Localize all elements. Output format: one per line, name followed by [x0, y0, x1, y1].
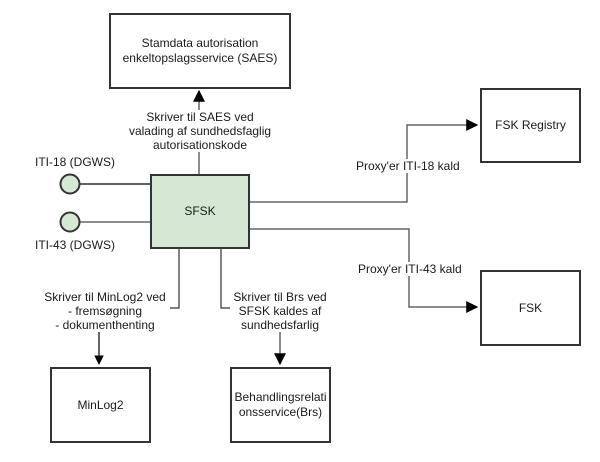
edge-label-brs-line1: Skriver til Brs ved — [233, 290, 327, 304]
fsk-node[interactable]: FSK — [480, 270, 581, 346]
iti43-endpoint-circle[interactable] — [59, 211, 81, 233]
saes-label-line1: Stamdata autorisation — [141, 36, 259, 50]
edge-label-minlog2-line1: Skriver til MinLog2 ved — [44, 290, 166, 304]
edge-label-brs-line3: sundhedsfarlig — [240, 318, 320, 332]
edge-label-saes-line1: Skriver til SAES ved — [146, 110, 254, 124]
brs-node[interactable]: Behandlingsrelati onsservice(Brs) — [230, 367, 331, 443]
edge-label-minlog2-line3: - dokumenthenting — [55, 318, 155, 332]
sfsk-label: SFSK — [184, 204, 216, 218]
saes-label-line2: enkeltopslagsservice (SAES) — [122, 51, 278, 65]
edge-label-saes: Skriver til SAES ved valading af sundhed… — [114, 110, 286, 152]
iti18-endpoint-circle[interactable] — [59, 173, 81, 195]
saes-node[interactable]: Stamdata autorisation enkeltopslagsservi… — [109, 13, 291, 89]
fsk-label: FSK — [518, 300, 543, 315]
edge-label-saes-line3: autorisationskode — [152, 138, 248, 152]
edge-label-minlog2-line2: - fremsøgning — [67, 304, 143, 318]
edge-label-minlog2: Skriver til MinLog2 ved - fremsøgning - … — [40, 290, 170, 332]
minlog2-label: MinLog2 — [77, 397, 124, 412]
iti18-endpoint-label: ITI-18 (DGWS) — [35, 155, 115, 169]
edge-sfsk-brs — [220, 248, 231, 309]
sfsk-node[interactable]: SFSK — [150, 174, 250, 249]
edge-label-brs-line2: SFSK kaldes af — [238, 304, 322, 318]
fsk-registry-node[interactable]: FSK Registry — [480, 88, 581, 163]
edge-label-fsk: Proxy'er ITI-43 kald — [358, 262, 462, 276]
iti43-endpoint-label: ITI-43 (DGWS) — [35, 238, 115, 252]
brs-label-line2: onsservice(Brs) — [238, 405, 323, 419]
edge-label-brs: Skriver til Brs ved SFSK kaldes af sundh… — [230, 290, 330, 332]
fsk-registry-label: FSK Registry — [495, 118, 566, 132]
edge-label-fsk-registry: Proxy'er ITI-18 kald — [356, 159, 460, 173]
minlog2-node[interactable]: MinLog2 — [50, 367, 151, 443]
edge-label-saes-line2: valading af sundhedsfaglig — [128, 124, 272, 138]
brs-label-line1: Behandlingsrelati — [234, 390, 327, 404]
